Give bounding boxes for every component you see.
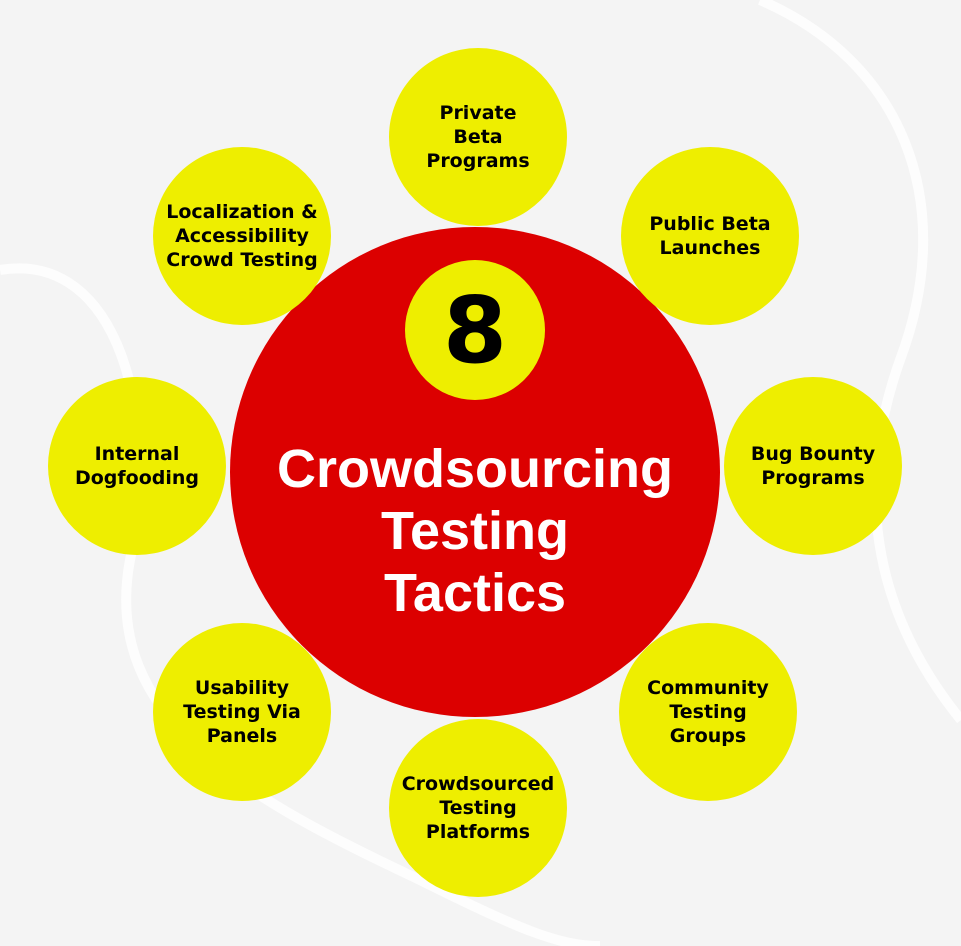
tactic-bug-bounty: Bug Bounty Programs	[724, 377, 902, 555]
tactic-private-beta: Private Beta Programs	[389, 48, 567, 226]
tactic-localization-accessibility: Localization & Accessibility Crowd Testi…	[153, 147, 331, 325]
tactic-internal-dogfooding: Internal Dogfooding	[48, 377, 226, 555]
count-badge: 8	[405, 260, 545, 400]
title-line: Tactics	[383, 563, 567, 623]
title-line: Crowdsourcing	[276, 439, 673, 499]
tactic-community-groups: Community Testing Groups	[619, 623, 797, 801]
diagram-title: Crowdsourcing Testing Tactics	[230, 438, 720, 624]
tactic-usability-panels: Usability Testing Via Panels	[153, 623, 331, 801]
tactic-public-beta: Public Beta Launches	[621, 147, 799, 325]
tactic-crowdsourced-platforms: Crowdsourced Testing Platforms	[389, 719, 567, 897]
title-line: Testing	[381, 501, 569, 561]
